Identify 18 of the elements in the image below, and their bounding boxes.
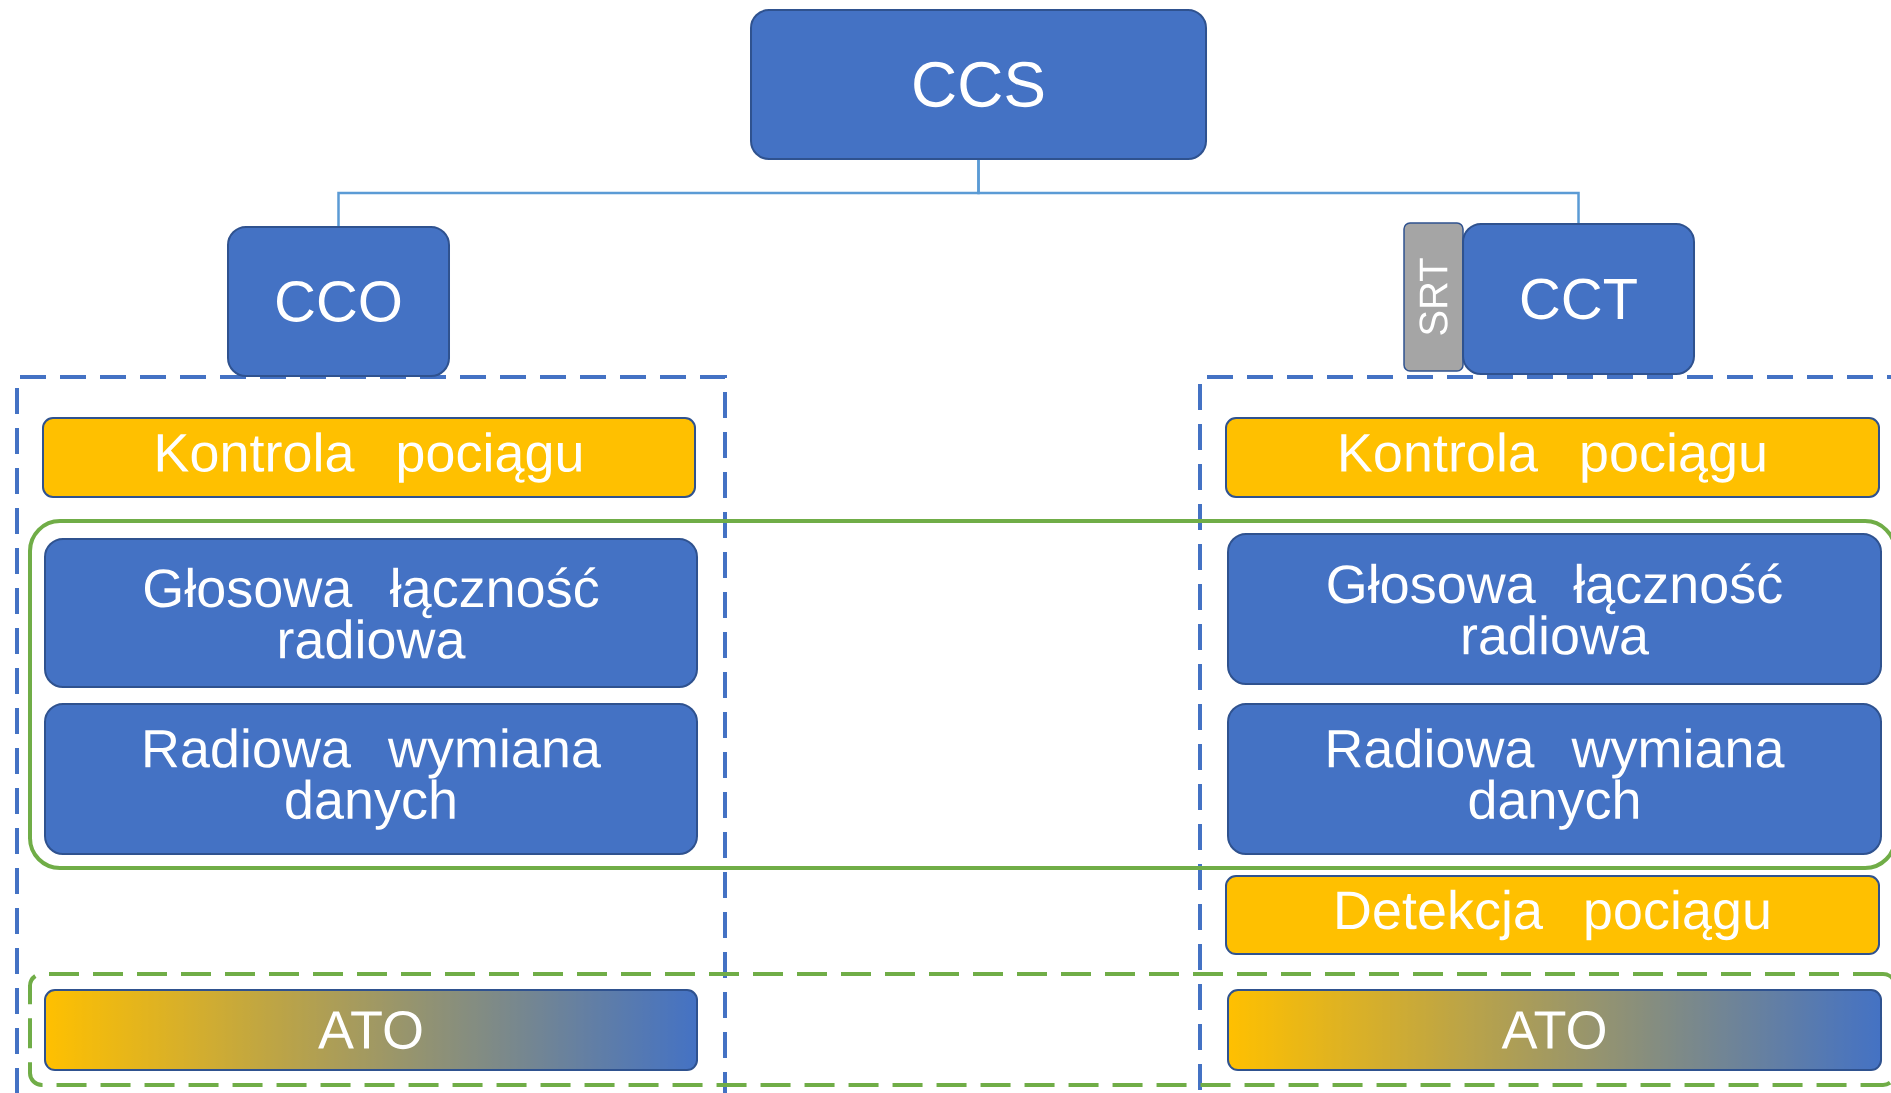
function-box: Detekcja pociągu: [1225, 875, 1880, 955]
function-box: Kontrola pociągu: [42, 417, 696, 498]
function-box: Głosowa łączność radiowa: [1227, 533, 1882, 685]
connector-line: [977, 160, 1580, 223]
dashed-frame: [1198, 375, 1891, 1093]
function-box: Kontrola pociągu: [1225, 417, 1880, 498]
subsystem-box: CCO: [227, 226, 450, 377]
side-tab: SRT: [1403, 222, 1464, 372]
system-box: CCS: [750, 9, 1207, 160]
function-box: Radiowa wymiana danych: [1227, 703, 1882, 855]
dashed-group-outline: [28, 972, 1891, 1087]
function-box: ATO: [1227, 989, 1882, 1071]
function-box: Radiowa wymiana danych: [44, 703, 698, 855]
dashed-frame: [15, 375, 727, 1093]
subsystem-box: CCT: [1462, 223, 1695, 375]
function-box: ATO: [44, 989, 698, 1071]
function-box: Głosowa łączność radiowa: [44, 538, 698, 688]
group-outline: [28, 519, 1891, 870]
